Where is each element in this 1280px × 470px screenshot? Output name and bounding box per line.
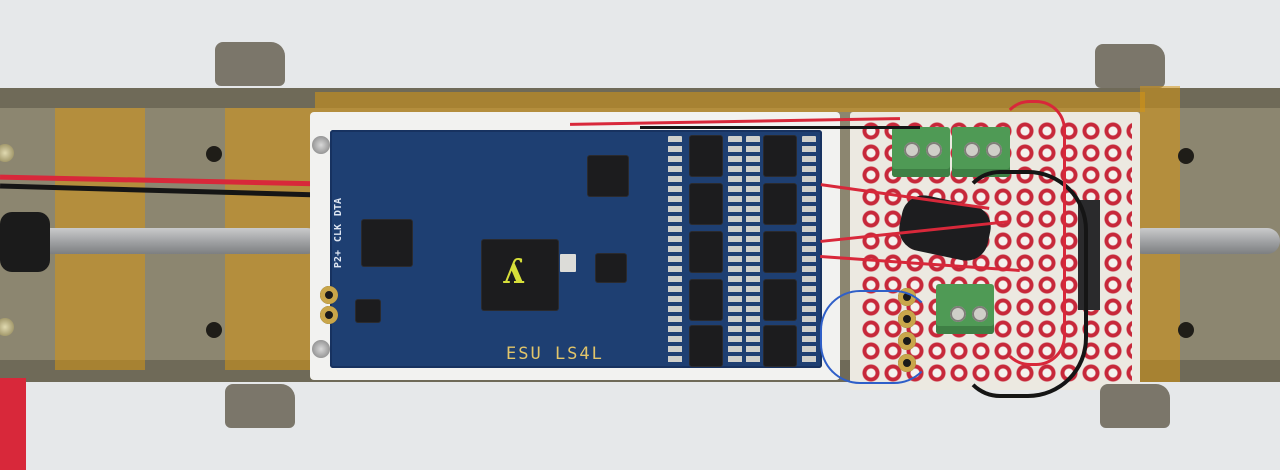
smd-resistor-column bbox=[728, 136, 742, 366]
chassis-hole bbox=[206, 146, 222, 162]
eeprom-chip bbox=[362, 220, 412, 266]
driver-chip bbox=[690, 136, 722, 176]
driver-chip bbox=[764, 184, 796, 224]
driver-chip bbox=[764, 326, 796, 366]
chassis-screw bbox=[0, 318, 14, 336]
driver-chip bbox=[690, 326, 722, 366]
terminal-screw bbox=[972, 306, 988, 322]
pin-label-dta: DTA bbox=[333, 198, 344, 217]
right-coupler-top bbox=[1095, 44, 1165, 88]
smd-resistor-column bbox=[802, 136, 816, 366]
chassis-screw bbox=[0, 144, 14, 162]
mount-screw bbox=[312, 136, 330, 154]
smd-resistor-column bbox=[746, 136, 760, 366]
mcu-marking: ʎ bbox=[502, 252, 524, 292]
main-mcu-chip bbox=[482, 240, 558, 310]
terminal-screw bbox=[950, 306, 966, 322]
driver-chip bbox=[764, 280, 796, 320]
chassis-hole bbox=[206, 322, 222, 338]
terminal-screw bbox=[904, 142, 920, 158]
drive-shaft-right bbox=[1130, 228, 1280, 254]
drive-shaft-left bbox=[20, 228, 320, 254]
red-wire-loop bbox=[1000, 100, 1066, 366]
driver-chip bbox=[764, 232, 796, 272]
right-coupler-bottom bbox=[1100, 384, 1170, 428]
black-wire bbox=[640, 126, 920, 129]
small-chip bbox=[356, 300, 380, 322]
driver-chip bbox=[764, 136, 796, 176]
kapton-tape bbox=[315, 92, 1145, 112]
board-silkscreen-label: ESU LS4L bbox=[506, 344, 604, 364]
driver-chip bbox=[690, 232, 722, 272]
chassis-hole bbox=[1178, 322, 1194, 338]
shaft-coupling bbox=[0, 212, 50, 272]
terminal-screw bbox=[926, 142, 942, 158]
driver-chip bbox=[690, 184, 722, 224]
blue-wire-loop bbox=[820, 290, 934, 384]
left-coupler-bottom bbox=[225, 384, 295, 428]
left-coupler-top bbox=[215, 42, 285, 86]
sensor-chip bbox=[588, 156, 628, 196]
black-wire-loop bbox=[960, 170, 1088, 398]
smd-resistor-column bbox=[668, 136, 682, 366]
pin-label-clk: CLK bbox=[333, 224, 344, 243]
red-wire-bottom bbox=[0, 378, 26, 470]
terminal-screw bbox=[964, 142, 980, 158]
chassis-hole bbox=[1178, 148, 1194, 164]
small-chip bbox=[596, 254, 626, 282]
crystal bbox=[560, 254, 576, 272]
pin-label-p2plus: P2+ bbox=[333, 250, 344, 269]
edge-pad bbox=[320, 306, 338, 324]
edge-pad bbox=[320, 286, 338, 304]
terminal-screw bbox=[986, 142, 1002, 158]
driver-chip bbox=[690, 280, 722, 320]
mount-screw bbox=[312, 340, 330, 358]
